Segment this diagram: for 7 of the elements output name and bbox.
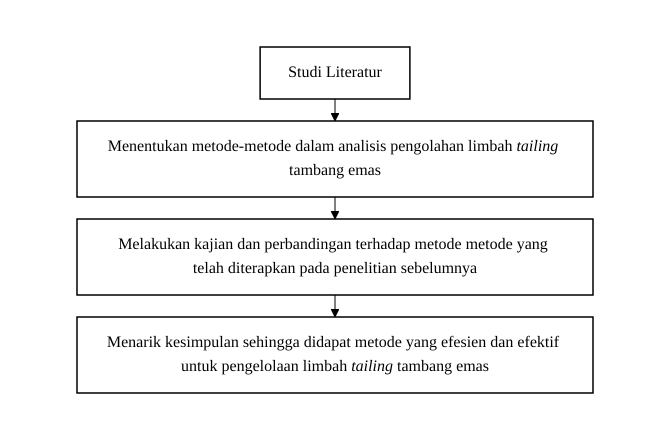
arrow	[330, 196, 339, 219]
arrow	[330, 98, 339, 121]
arrow	[330, 294, 339, 317]
node-box: Menentukan metode-metode dalam analisis pengolahan limbah tailing tambang emas	[76, 120, 594, 198]
node-box: Melakukan kajian dan perbandingan terhadap metode metode yang telah diterapkan pada penelitian sebelumnya	[76, 218, 594, 296]
node-box: Studi Literatur	[258, 46, 410, 100]
node-box: Menarik kesimpulan sehingga didapat metode yang efesien dan efektif untuk pengelolaan limbah tailing tambang emas	[76, 316, 594, 394]
